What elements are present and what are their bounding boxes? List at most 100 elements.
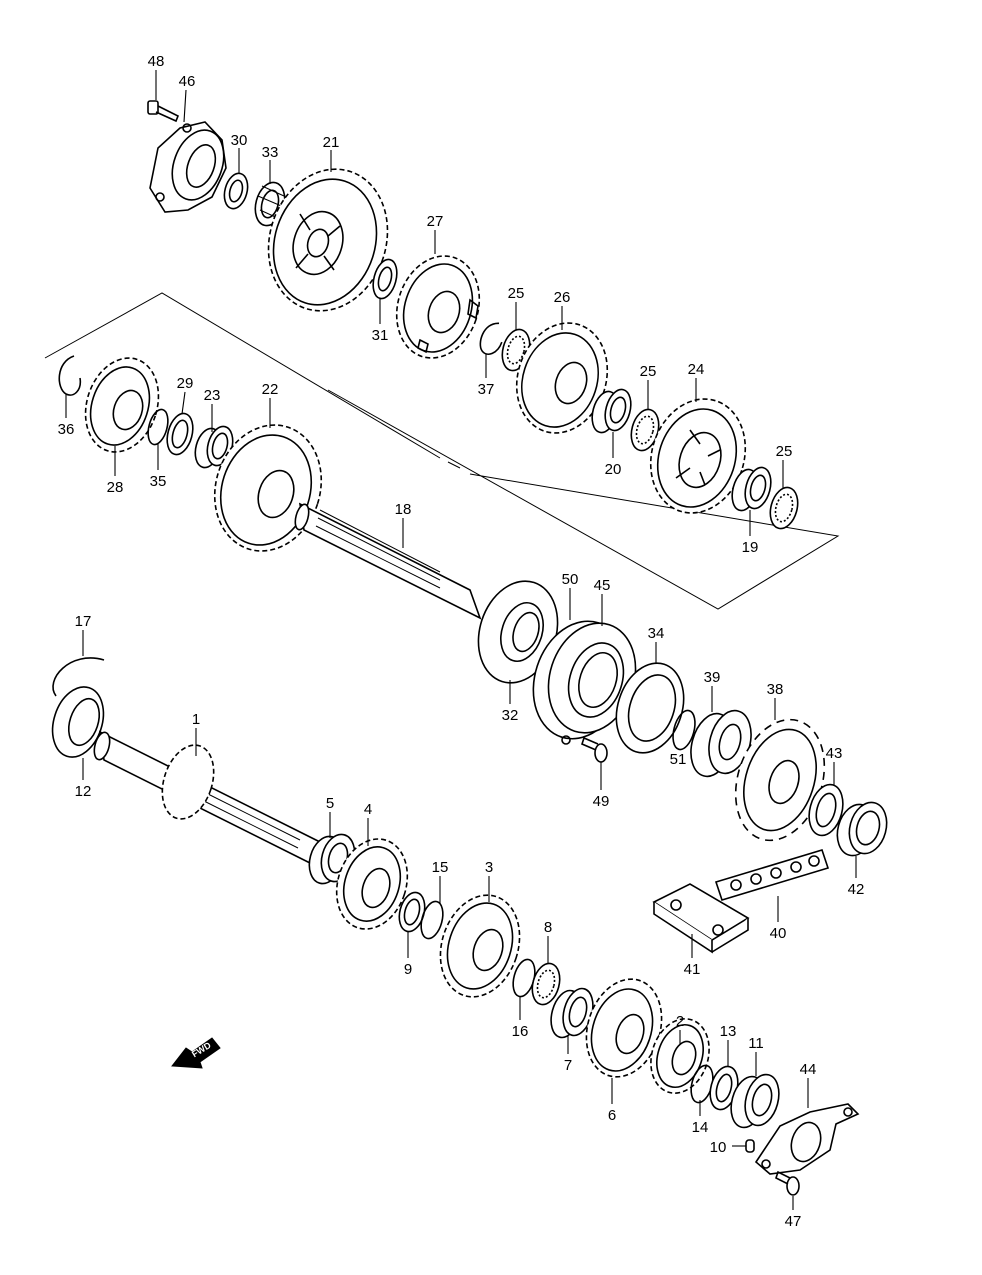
bearing-retainer-46 [149,121,227,213]
part-label-5: 5 [326,795,334,812]
oil-seal-12 [51,686,105,758]
bushing-19 [731,466,772,512]
part-label-27: 27 [427,213,444,230]
part-label-22: 22 [262,381,279,398]
gear-26 [515,322,609,434]
part-label-10: 10 [710,1139,727,1156]
gear-21 [267,168,389,312]
bushing-20 [591,388,632,434]
part-label-25-right: 25 [776,443,793,460]
part-label-40: 40 [770,925,787,942]
main-shaft-1 [93,730,321,868]
part-label-17: 17 [75,613,92,630]
part-label-36: 36 [58,421,75,438]
part-label-47: 47 [785,1213,802,1230]
part-label-13: 13 [720,1023,737,1040]
sprocket-38 [734,718,826,842]
part-label-30: 30 [231,132,248,149]
screw-47 [775,1170,800,1196]
part-label-4: 4 [364,801,372,818]
washer-29 [166,412,194,456]
part-labels: 48 46 30 33 21 27 31 25 26 37 25 24 20 2… [58,53,865,1230]
part-label-32: 32 [502,707,519,724]
gear-3 [439,894,521,998]
part-label-39: 39 [704,669,721,686]
part-label-43: 43 [826,745,843,762]
part-label-3: 3 [485,859,493,876]
bearing-housing-45 [532,620,637,745]
washer-30 [223,172,249,210]
part-label-24: 24 [688,361,705,378]
part-label-29: 29 [177,375,194,392]
group-outline-dash [447,461,461,469]
part-label-45: 45 [594,577,611,594]
gear-4 [335,838,409,930]
part-label-21: 21 [323,134,340,151]
part-label-41: 41 [684,961,701,978]
part-label-2: 2 [676,1013,684,1030]
washer-8 [531,962,561,1006]
part-label-35: 35 [150,473,167,490]
part-label-25-top: 25 [508,285,525,302]
part-label-33: 33 [262,144,279,161]
washer-43 [808,783,844,837]
dowel-pin-10 [745,1139,755,1153]
part-label-1: 1 [192,711,200,728]
part-label-19: 19 [742,539,759,556]
bolt-48 [147,100,180,123]
gear-27 [395,255,481,359]
part-label-12: 12 [75,783,92,800]
washer-13 [709,1065,739,1111]
part-label-14: 14 [692,1119,709,1136]
part-label-34: 34 [648,625,665,642]
part-label-26: 26 [554,289,571,306]
screw-49 [581,736,608,763]
part-label-7: 7 [564,1057,572,1074]
part-label-37: 37 [478,381,495,398]
part-label-9: 9 [404,961,412,978]
part-label-31: 31 [372,327,389,344]
spacer-39 [690,709,752,778]
gear-24 [649,398,747,514]
part-label-25-mid: 25 [640,363,657,380]
part-label-51: 51 [670,751,687,768]
bushing-7 [550,987,594,1039]
chain-joint-41 [652,883,750,954]
part-label-46: 46 [179,73,196,90]
part-label-49: 49 [593,793,610,810]
part-label-11: 11 [748,1035,764,1052]
part-label-42: 42 [848,881,865,898]
part-label-18: 18 [395,501,412,518]
part-label-44: 44 [800,1061,817,1078]
circlip-37 [479,322,503,355]
part-label-48: 48 [148,53,165,70]
part-label-20: 20 [605,461,622,478]
part-label-28: 28 [107,479,124,496]
drive-chain-40 [714,849,830,901]
circlip-15 [420,900,444,940]
part-label-16: 16 [512,1023,529,1040]
bushing-42 [836,801,888,857]
fwd-direction-arrow: FWD [171,1037,221,1069]
washer-25c [769,486,799,530]
gear-28 [84,357,160,453]
bearing-11 [730,1073,780,1129]
bearing-retainer-44 [754,1103,860,1175]
circlip-35 [147,408,169,446]
oil-seal-34 [615,662,685,754]
circlip-17 [52,657,105,697]
part-label-38: 38 [767,681,784,698]
part-label-8: 8 [544,919,552,936]
countershaft-18 [294,502,482,620]
circlip-36 [58,355,82,396]
part-label-50: 50 [562,571,579,588]
part-label-15: 15 [432,859,449,876]
group-outline [44,292,840,610]
leader-lines [65,70,857,1210]
o-ring-51 [672,709,696,751]
bushing-23 [194,425,234,469]
part-label-6: 6 [608,1107,616,1124]
part-label-23: 23 [204,387,221,404]
